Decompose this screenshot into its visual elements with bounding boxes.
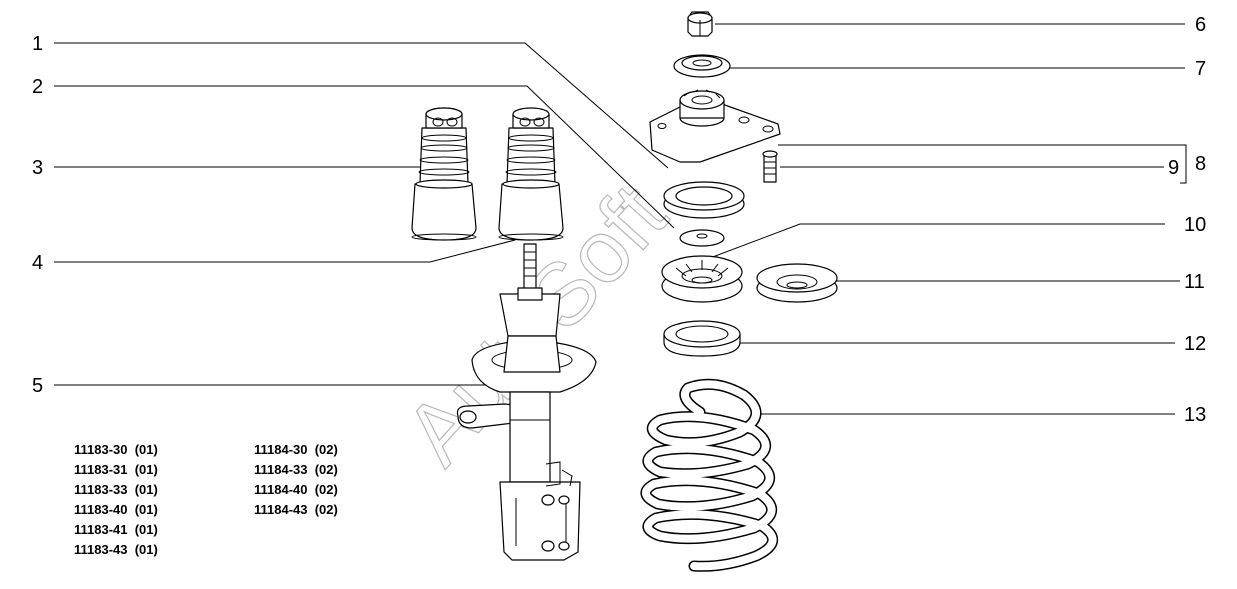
callout-8: 8 [1195,153,1206,175]
callout-4: 4 [32,252,43,274]
bearing-1 [663,181,745,219]
leader-1 [54,42,669,169]
callout-11: 11 [1184,271,1205,293]
bracket-8-9 [1178,144,1187,184]
insulator-12 [663,320,741,357]
callout-5: 5 [32,375,43,397]
callout-2: 2 [32,76,43,98]
leader-lines [54,23,1187,415]
callout-numbers: 1 2 3 4 5 6 7 8 9 10 11 12 13 [32,14,1206,426]
callout-10: 10 [1184,214,1206,236]
leader-4 [54,239,516,263]
callout-3: 3 [32,157,43,179]
callout-9: 9 [1168,157,1179,179]
code-item: 11183-30 (01) [74,442,158,457]
spring-seat-11 [756,263,838,303]
leader-2 [54,85,675,229]
nut-6 [687,11,713,37]
applicability-list-col2: 11184-30 (02) 11184-33 (02) 11184-40 (02… [254,442,338,517]
code-item: 11183-40 (01) [74,502,158,517]
code-item: 11183-33 (01) [74,482,158,497]
code-item: 11183-43 (01) [74,542,158,557]
spring-seat-10 [661,255,743,303]
applicability-list-col1: 11183-30 (01) 11183-31 (01) 11183-33 (01… [74,442,158,557]
code-item: 11183-31 (01) [74,462,158,477]
callout-6: 6 [1195,14,1206,36]
code-item: 11184-30 (02) [254,442,338,457]
strut-assembly-5 [456,243,597,561]
bump-stop-boot-4 [498,107,564,241]
code-item: 11183-41 (01) [74,522,158,537]
code-item: 11184-43 (02) [254,502,338,517]
washer-7 [673,54,731,78]
callout-13: 13 [1184,404,1206,426]
bump-stop-boot-3 [411,107,477,241]
code-item: 11184-33 (02) [254,462,338,477]
callout-1: 1 [32,33,43,55]
leader-10 [709,223,1165,259]
washer-2 [679,229,725,247]
upper-mount-8 [649,89,781,163]
callout-12: 12 [1184,333,1206,355]
coil-spring-13 [640,378,778,572]
code-item: 11184-40 (02) [254,482,338,497]
callout-7: 7 [1195,58,1206,80]
bolt-9 [762,150,778,183]
